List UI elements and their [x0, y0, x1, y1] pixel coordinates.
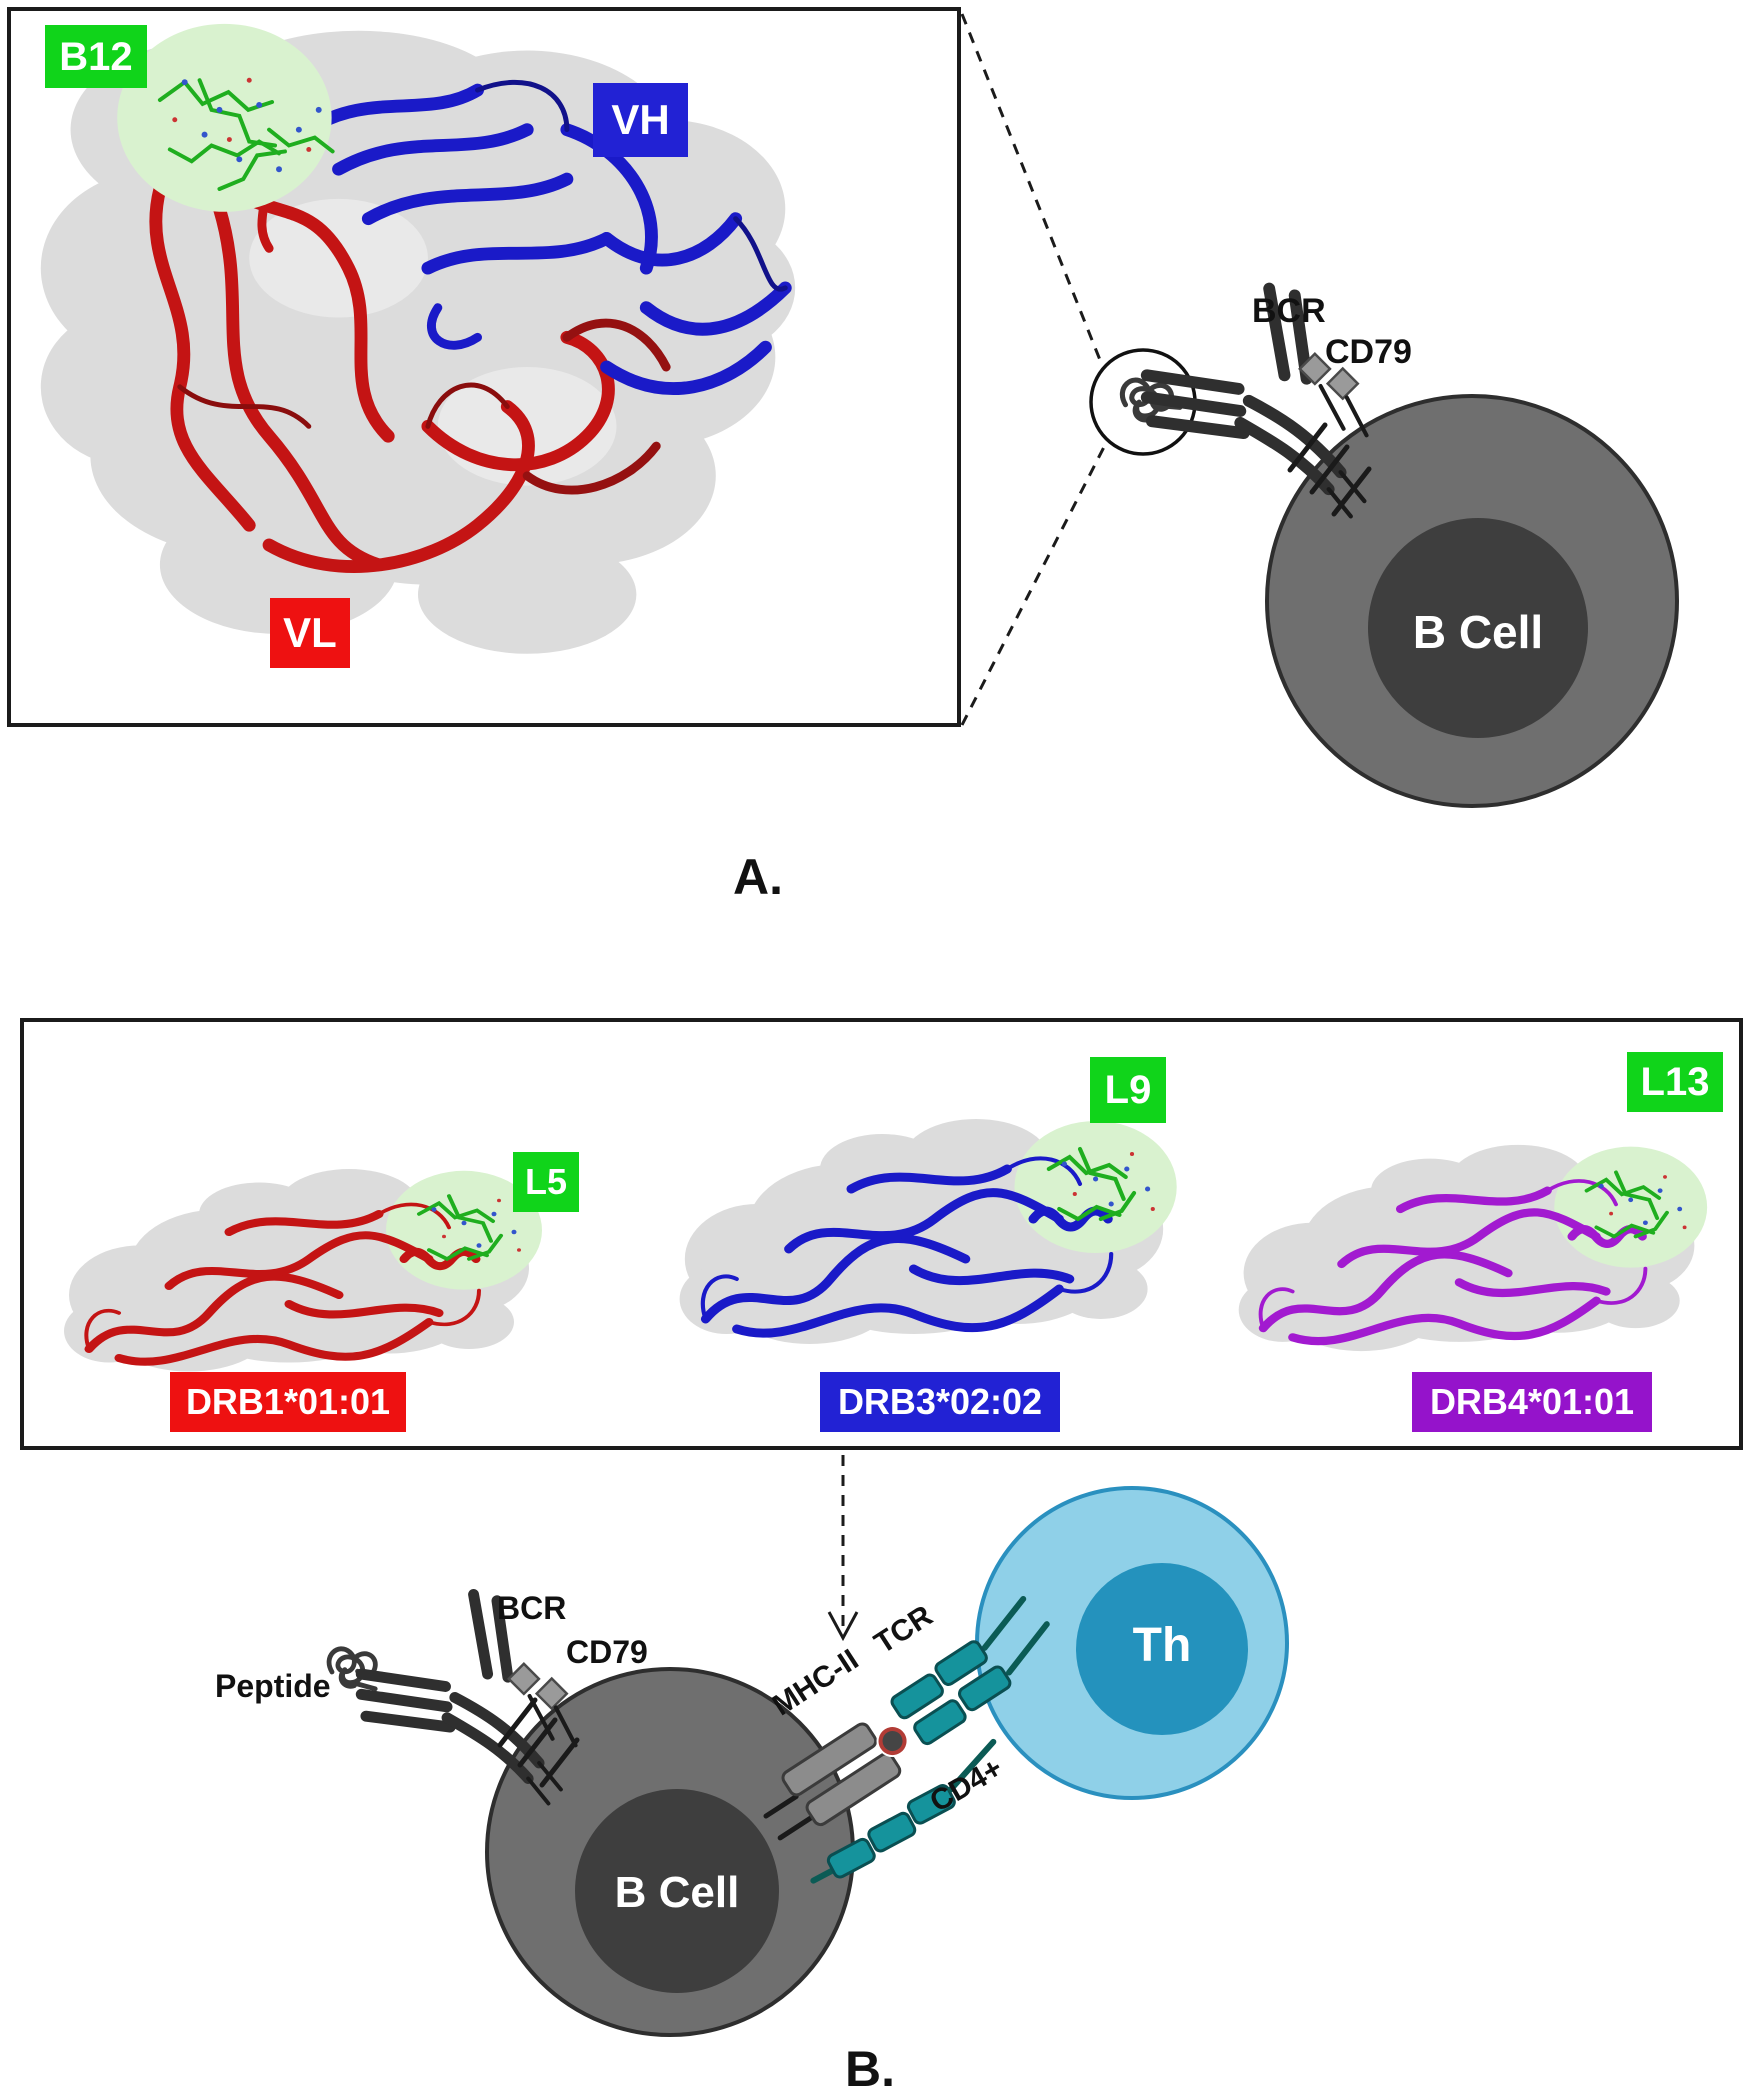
panelb-dashed-arrow	[827, 1455, 859, 1642]
callout-dashed-line-top	[960, 13, 1102, 361]
l13-tag-text: L13	[1640, 1060, 1710, 1104]
b12-tag-text: B12	[59, 34, 133, 79]
drb4-allele-tag: DRB4*01:01	[1412, 1372, 1652, 1432]
membrane-ticks-a	[1287, 422, 1372, 517]
mhc2-tcr-complex	[763, 1595, 1050, 1841]
bcell-b	[485, 1667, 855, 2037]
drb1-allele-text: DRB1*01:01	[185, 1381, 391, 1422]
fv-structure-art	[40, 23, 796, 654]
vh-tag-text: VH	[611, 96, 670, 143]
vl-tag: VL	[270, 598, 350, 668]
bcell-label-a: B Cell	[1412, 606, 1544, 658]
bcell-label-b: B Cell	[614, 1868, 740, 1917]
l13-tag: L13	[1627, 1052, 1723, 1112]
tcr-chains	[890, 1595, 1050, 1746]
vl-ribbons	[149, 154, 671, 573]
drb3-allele-text: DRB3*02:02	[837, 1381, 1043, 1422]
presented-peptide-dot	[878, 1727, 907, 1756]
mhc2-alpha-chain	[781, 1722, 878, 1797]
cd4-coreceptor	[810, 1738, 997, 1884]
bcell-a	[1265, 394, 1679, 808]
mhc2-beta-chain	[805, 1752, 902, 1827]
l5-tag-text: L5	[524, 1161, 567, 1202]
peptide-squiggle-b	[329, 1649, 383, 1689]
l9-tag: L9	[1090, 1057, 1166, 1123]
b12-tag: B12	[45, 25, 147, 88]
panel-b-section-label: B.	[845, 2041, 895, 2093]
b12-peptide-sticks	[117, 23, 335, 212]
cd79-label-b: CD79	[566, 1634, 648, 1670]
cd79-label-a: CD79	[1325, 333, 1412, 371]
panel-a-section-label: A.	[733, 849, 783, 905]
l9-tag-text: L9	[1104, 1068, 1152, 1112]
l5-tag: L5	[513, 1152, 579, 1212]
vl-tag-text: VL	[283, 609, 337, 656]
drb1-allele-tag: DRB1*01:01	[170, 1372, 406, 1432]
drb1-structure-art	[49, 1124, 549, 1394]
drb4-structure-art	[1224, 1099, 1714, 1374]
drb3-allele-tag: DRB3*02:02	[820, 1372, 1060, 1432]
th-cell	[975, 1486, 1289, 1800]
panel-a-box	[7, 7, 961, 727]
bcr-label-b: BCR	[497, 1590, 567, 1626]
th-label: Th	[1132, 1619, 1192, 1672]
membrane-ticks-b	[497, 1697, 580, 1788]
peptide-label-b: Peptide	[215, 1668, 331, 1704]
callout-dashed-line-bottom	[960, 446, 1106, 726]
vh-tag: VH	[593, 83, 688, 157]
drb4-allele-text: DRB4*01:01	[1429, 1381, 1635, 1422]
bcr-label-a: BCR	[1252, 292, 1326, 330]
